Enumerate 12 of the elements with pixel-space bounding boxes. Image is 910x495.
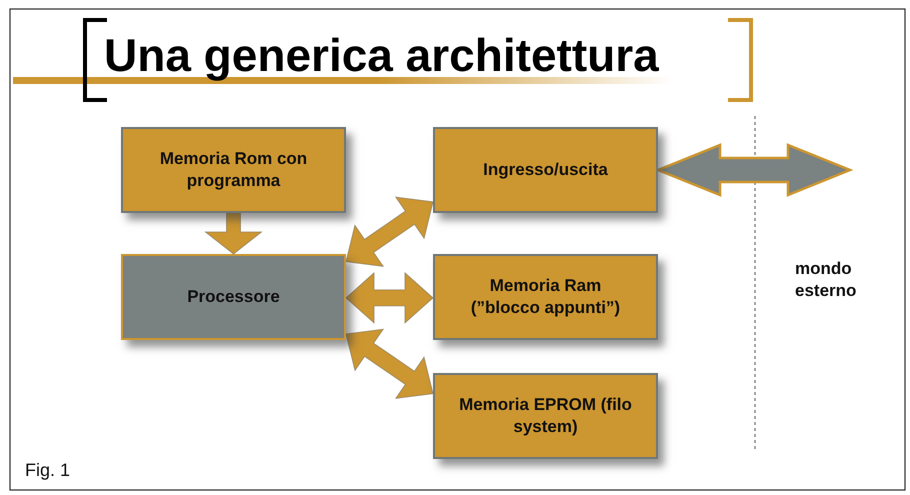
region-label: mondo esterno (795, 258, 858, 302)
block-arrow (346, 196, 434, 267)
block-arrow (204, 212, 263, 254)
title: Una generica architettura (104, 30, 659, 81)
block-arrow (345, 272, 434, 324)
block-arrow (346, 328, 434, 399)
component-box: Memoria Rom con programma (121, 127, 346, 213)
component-box: Memoria EPROM (filo system) (433, 373, 658, 459)
processor-box: Processore (121, 254, 346, 340)
figure-caption: Fig. 1 (25, 460, 70, 481)
component-box: Memoria Ram (”blocco appunti”) (433, 254, 658, 340)
component-box: Ingresso/uscita (433, 127, 658, 213)
